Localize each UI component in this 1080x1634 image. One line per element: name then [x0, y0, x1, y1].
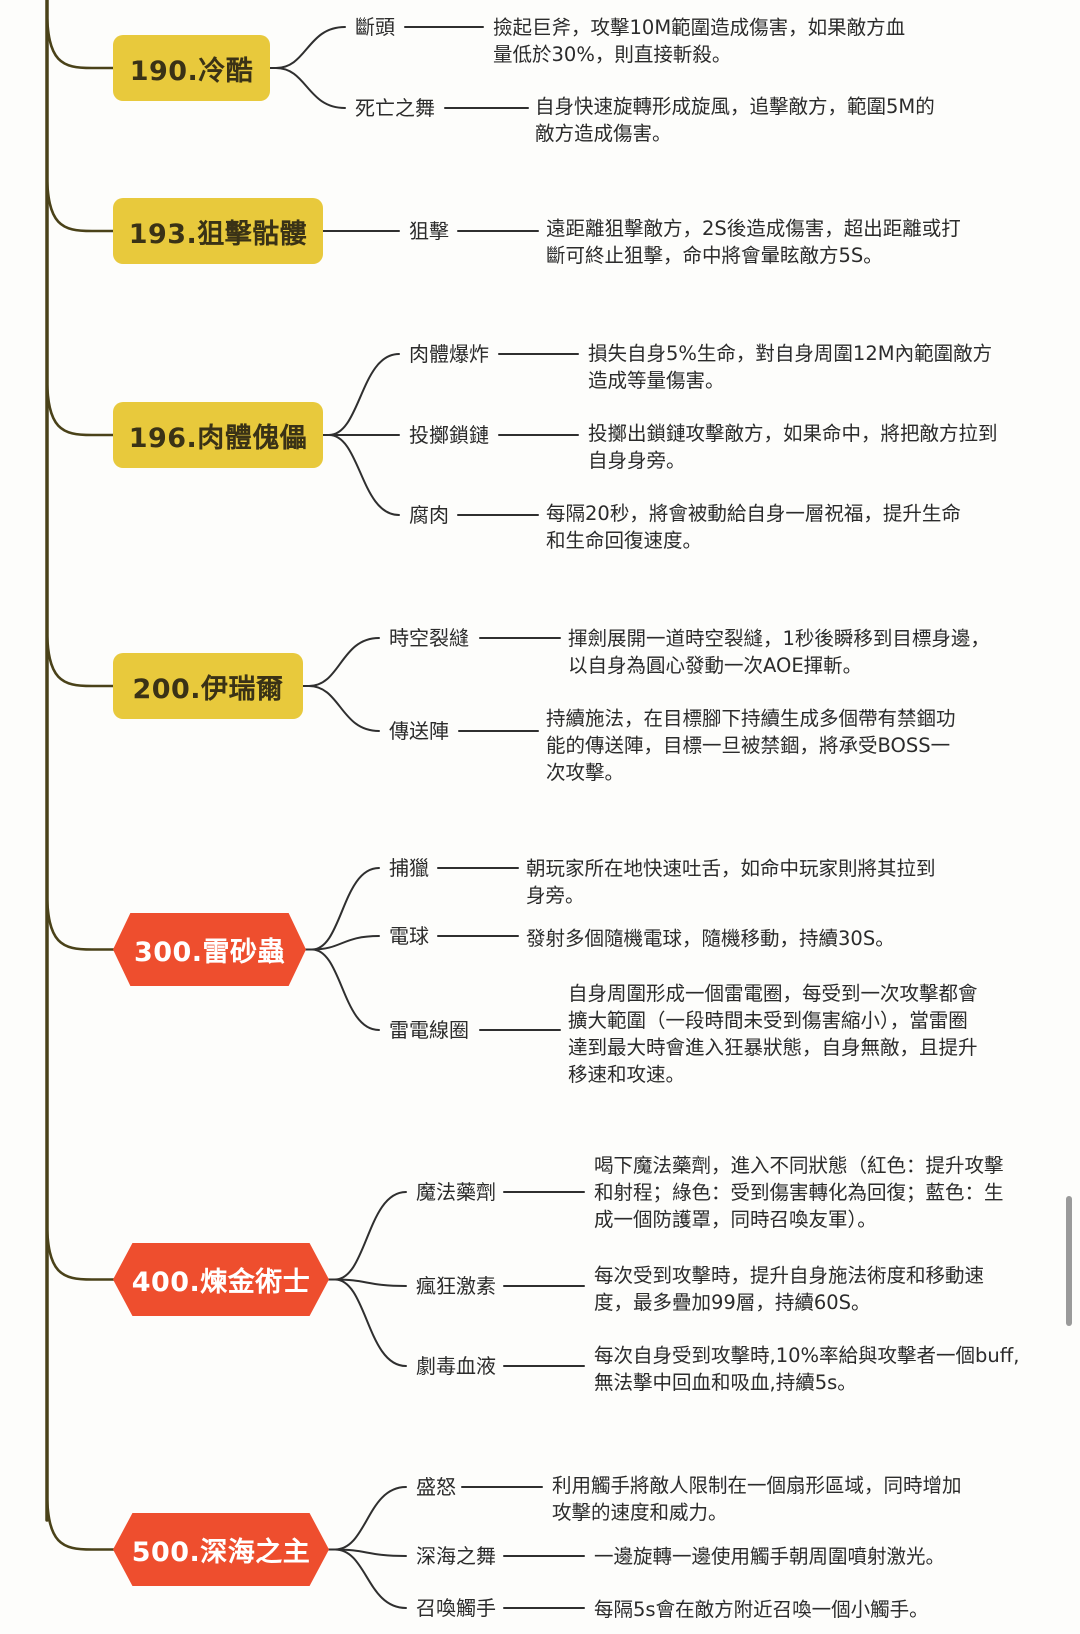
- branch-line: [322, 434, 400, 516]
- description-line: 朝玩家所在地快速吐舌，如命中玩家則將其拉到: [526, 857, 936, 880]
- description-line: 揮劍展開一道時空裂縫，1秒後瞬移到目標身邊，: [568, 627, 990, 650]
- branch-line: [322, 353, 400, 436]
- skill-description: 持續施法，在目標腳下持續生成多個帶有禁錮功能的傳送陣，目標一旦被禁錮，將承受BO…: [546, 705, 956, 786]
- skill-label: 捕獵: [389, 856, 429, 880]
- trunk-connector: [45, 624, 117, 688]
- description-line: 和射程；綠色：受到傷害轉化為回復；藍色：生: [594, 1181, 1004, 1204]
- description-line: 每隔5s會在敵方附近召喚一個小觸手。: [594, 1598, 929, 1621]
- description-line: 無法擊中回血和吸血,持續5s。: [594, 1371, 857, 1394]
- skill-description: 每次自身受到攻擊時,10%率給與攻擊者一個buff, 無法擊中回血和吸血,持續5s…: [594, 1342, 1019, 1396]
- skill-label: 盛怒: [416, 1475, 456, 1499]
- boss-node: 500.深海之主: [113, 1513, 329, 1586]
- skill-label: 狙擊: [409, 219, 449, 243]
- skill-label: 劇毒血液: [416, 1354, 496, 1378]
- skill-description: 每隔5s會在敵方附近召喚一個小觸手。: [594, 1596, 929, 1623]
- skill-label: 斷頭: [355, 15, 395, 39]
- description-line: 能的傳送陣，目標一旦被禁錮，將承受BOSS一: [546, 734, 951, 757]
- skill-description: 遠距離狙擊敵方，2S後造成傷害，超出距離或打斷可終止狙擊，命中將會暈眩敵方5S。: [546, 215, 961, 269]
- boss-node: 200.伊瑞爾: [113, 653, 303, 719]
- description-line: 攻擊的速度和威力。: [552, 1501, 728, 1524]
- description-line: 每次受到攻擊時，提升自身施法術度和移動速: [594, 1264, 985, 1287]
- skill-label: 召喚觸手: [416, 1596, 496, 1620]
- description-line: 身旁。: [526, 884, 585, 907]
- skill-description: 利用觸手將敵人限制在一個扇形區域，同時增加攻擊的速度和威力。: [552, 1472, 962, 1526]
- description-line: 損失自身5%生命，對自身周圍12M內範圍敵方: [588, 342, 993, 365]
- description-line: 自身周圍形成一個雷電圈，每受到一次攻擊都會: [568, 982, 978, 1005]
- skill-description: 每次受到攻擊時，提升自身施法術度和移動速度，最多疊加99層，持續60S。: [594, 1262, 984, 1316]
- skill-description: 揮劍展開一道時空裂縫，1秒後瞬移到目標身邊， 以自身為圓心發動一次AOE揮斬。: [568, 625, 990, 679]
- skill-description: 自身周圍形成一個雷電圈，每受到一次攻擊都會擴大範圍（一段時間未受到傷害縮小），當…: [568, 980, 978, 1088]
- description-line: 發射多個隨機電球，隨機移動，持續30S。: [526, 927, 895, 950]
- branch-line: [328, 1278, 407, 1367]
- branch-line: [328, 1486, 407, 1551]
- skill-description: 一邊旋轉一邊使用觸手朝周圍噴射激光。: [594, 1543, 945, 1570]
- description-line: 以自身為圓心發動一次AOE揮斬。: [568, 654, 863, 677]
- description-line: 投擲出鎖鏈攻擊敵方，如果命中，將把敵方拉到: [588, 422, 998, 445]
- skill-label: 瘋狂激素: [416, 1274, 496, 1298]
- skill-label: 傳送陣: [389, 719, 449, 743]
- trunk-connector: [45, 1218, 117, 1281]
- boss-node: 190.冷酷: [113, 35, 270, 101]
- branch-line: [269, 67, 346, 109]
- description-line: 一邊旋轉一邊使用觸手朝周圍噴射激光。: [594, 1545, 946, 1568]
- description-line: 遠距離狙擊敵方，2S後造成傷害，超出距離或打: [546, 217, 961, 240]
- description-line: 次攻擊。: [546, 761, 625, 784]
- description-line: 持續施法，在目標腳下持續生成多個帶有禁錮功: [546, 707, 956, 730]
- description-line: 造成等量傷害。: [588, 369, 725, 392]
- branch-line: [305, 948, 380, 1031]
- trunk-connector: [45, 169, 117, 233]
- skill-description: 發射多個隨機電球，隨機移動，持續30S。: [526, 925, 895, 952]
- skill-label: 雷電線圈: [389, 1018, 469, 1042]
- branch-line: [328, 1191, 407, 1281]
- branch-line: [328, 1548, 407, 1609]
- description-line: 喝下魔法藥劑，進入不同狀態（紅色：提升攻擊: [594, 1154, 1004, 1177]
- description-line: 斷可終止狙擊，命中將會暈眩敵方5S。: [546, 244, 883, 267]
- description-line: 敵方造成傷害。: [535, 122, 672, 145]
- skill-label: 魔法藥劑: [416, 1180, 496, 1204]
- trunk-connector: [45, 6, 117, 70]
- skill-label: 投擲鎖鏈: [409, 423, 489, 447]
- skill-description: 朝玩家所在地快速吐舌，如命中玩家則將其拉到身旁。: [526, 855, 936, 909]
- description-line: 自身身旁。: [588, 449, 686, 472]
- description-line: 成一個防護罩，同時召喚友軍）。: [594, 1208, 877, 1231]
- skill-label: 腐肉: [409, 503, 449, 527]
- description-line: 自身快速旋轉形成旋風，追擊敵方，範圍5M的: [535, 95, 935, 118]
- skill-description: 撿起巨斧，攻擊10M範圍造成傷害，如果敵方血量低於30%，則直接斬殺。: [493, 14, 905, 68]
- skill-label: 深海之舞: [416, 1544, 496, 1568]
- branch-line: [302, 685, 380, 732]
- boss-node: 300.雷砂蟲: [113, 913, 306, 986]
- branch-line: [305, 935, 380, 951]
- description-line: 每次自身受到攻擊時,10%率給與攻擊者一個buff,: [594, 1344, 1020, 1367]
- boss-node: 400.煉金術士: [113, 1243, 329, 1316]
- trunk-connector: [45, 1488, 117, 1551]
- boss-node: 193.狙擊骷髏: [113, 198, 323, 264]
- description-line: 和生命回復速度。: [546, 529, 703, 552]
- skill-label: 肉體爆炸: [409, 342, 489, 366]
- description-line: 移速和攻速。: [568, 1063, 686, 1086]
- skill-label: 時空裂縫: [389, 626, 469, 650]
- skill-label: 電球: [389, 924, 429, 948]
- description-line: 度，最多疊加99層，持續60S。: [594, 1291, 871, 1314]
- branch-line: [302, 637, 380, 687]
- trunk-connector: [45, 888, 117, 951]
- skill-description: 損失自身5%生命，對自身周圍12M內範圍敵方造成等量傷害。: [588, 340, 992, 394]
- skill-description: 喝下魔法藥劑，進入不同狀態（紅色：提升攻擊和射程；綠色：受到傷害轉化為回復；藍色…: [594, 1152, 1004, 1233]
- skill-description: 投擲出鎖鏈攻擊敵方，如果命中，將把敵方拉到自身身旁。: [588, 420, 998, 474]
- skill-description: 每隔20秒，將會被動給自身一層祝福，提升生命和生命回復速度。: [546, 500, 961, 554]
- skill-label: 死亡之舞: [355, 96, 435, 120]
- trunk-connector: [45, 373, 117, 437]
- branch-line: [269, 26, 346, 69]
- description-line: 擴大範圍（一段時間未受到傷害縮小），當雷圈: [568, 1009, 968, 1032]
- boss-node: 196.肉體傀儡: [113, 402, 323, 468]
- description-line: 每隔20秒，將會被動給自身一層祝福，提升生命: [546, 502, 961, 525]
- skill-description: 自身快速旋轉形成旋風，追擊敵方，範圍5M的敵方造成傷害。: [535, 93, 935, 147]
- description-line: 量低於30%，則直接斬殺。: [493, 43, 732, 66]
- description-line: 撿起巨斧，攻擊10M範圍造成傷害，如果敵方血: [493, 16, 906, 39]
- scrollbar[interactable]: [1066, 1196, 1072, 1326]
- description-line: 達到最大時會進入狂暴狀態，自身無敵，且提升: [568, 1036, 978, 1059]
- description-line: 利用觸手將敵人限制在一個扇形區域，同時增加: [552, 1474, 962, 1497]
